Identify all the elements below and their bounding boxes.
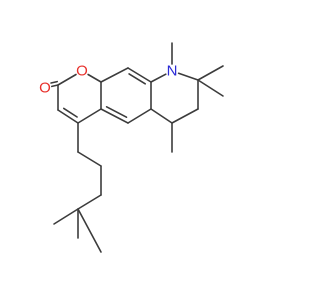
chemical-structure-diagram: O O N bbox=[39, 42, 224, 253]
bond bbox=[100, 108, 129, 124]
bond bbox=[171, 108, 199, 124]
atom-label-o: O bbox=[39, 80, 51, 97]
bond bbox=[57, 109, 79, 124]
atom-label-n: N bbox=[167, 63, 178, 80]
bond bbox=[77, 151, 102, 167]
bond bbox=[62, 107, 78, 118]
bond bbox=[105, 106, 128, 118]
bond bbox=[128, 73, 146, 85]
bond bbox=[127, 108, 152, 124]
bond bbox=[77, 194, 102, 210]
bond bbox=[50, 84, 59, 88]
bond bbox=[57, 73, 77, 86]
bond bbox=[50, 80, 59, 84]
atom-label-o: O bbox=[76, 63, 88, 80]
bond bbox=[177, 72, 199, 81]
bond bbox=[150, 108, 173, 124]
bond bbox=[77, 208, 102, 253]
bond bbox=[100, 67, 129, 83]
bond bbox=[127, 67, 152, 83]
bond bbox=[197, 79, 224, 97]
bond bbox=[197, 65, 224, 81]
bond bbox=[87, 73, 102, 83]
bond bbox=[150, 73, 167, 83]
bond bbox=[77, 108, 102, 124]
bond bbox=[53, 208, 79, 225]
bond-layer bbox=[50, 42, 224, 253]
